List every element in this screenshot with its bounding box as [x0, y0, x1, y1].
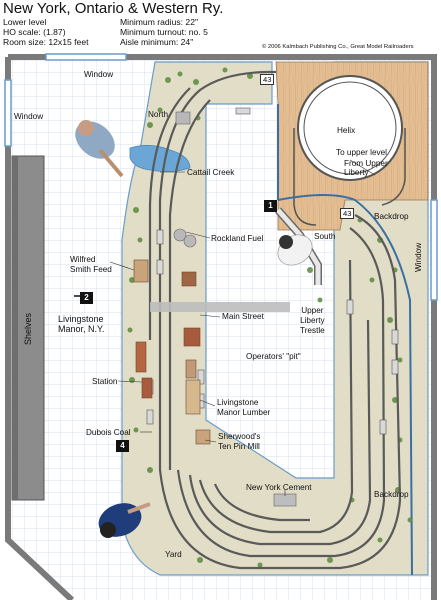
spec-lower-level: Lower level	[3, 17, 47, 27]
room-walls	[5, 54, 437, 600]
main-street	[150, 302, 290, 312]
operator-badge-4: 4	[116, 440, 129, 452]
operator-badge-2: 2	[80, 292, 93, 304]
label-window-top: Window	[84, 70, 114, 79]
operator-badge-1: 1	[264, 200, 277, 212]
spec-scale: HO scale: (1.87)	[3, 27, 66, 37]
label-cattail-creek: Cattail Creek	[187, 168, 235, 177]
label-backdrop-bottom: Backdrop	[374, 490, 409, 499]
track-43-south: 43	[340, 208, 355, 219]
label-south: South	[314, 232, 336, 241]
label-new-york-cement: New York Cement	[246, 483, 312, 492]
spec-room-size: Room size: 12x15 feet	[3, 37, 89, 47]
label-upper-liberty-trestle: Upper Liberty Trestle	[300, 306, 325, 335]
cattail-creek	[129, 145, 191, 172]
label-main-street: Main Street	[222, 312, 264, 321]
person-south	[98, 502, 151, 538]
label-operators-pit: Operators' "pit"	[246, 352, 301, 361]
label-wilfred-smith-feed: Wilfred Smith Feed	[70, 255, 112, 274]
window-top	[45, 53, 127, 61]
spec-min-turnout: Minimum turnout: no. 5	[120, 27, 208, 37]
spec-aisle-min: Aisle minimum: 24"	[120, 37, 194, 47]
leader-lines	[109, 159, 376, 496]
label-station: Station	[92, 377, 118, 386]
label-shelves: Shelves	[23, 312, 33, 345]
label-from-upper-liberty: From Upper Liberty	[344, 159, 388, 177]
label-backdrop-top: Backdrop	[374, 212, 409, 221]
backdrop-line	[277, 194, 413, 576]
label-dubois-coal: Dubois Coal	[86, 428, 131, 437]
track-43-north: 43	[260, 74, 275, 85]
label-window-left: Window	[14, 112, 44, 121]
label-yard: Yard	[165, 550, 182, 559]
tracks	[148, 70, 402, 570]
label-sherwoods-mill: Sherwood's Ten Pin Mill	[218, 432, 261, 451]
label-rockland-fuel: Rockland Fuel	[211, 234, 264, 243]
window-right	[430, 199, 438, 301]
helix	[297, 75, 403, 181]
label-manor-lumber: Livingstone Manor Lumber	[217, 398, 271, 417]
person-north	[75, 120, 124, 178]
label-window-right: Window	[414, 242, 423, 272]
copyright: © 2006 Kalmbach Publishing Co., Great Mo…	[262, 44, 414, 50]
label-north: North	[148, 110, 169, 119]
person-center	[277, 234, 313, 266]
buildings	[133, 111, 297, 507]
label-livingstone-manor: Livingstone Manor, N.Y.	[58, 314, 105, 334]
layout-title: New York, Ontario & Western Ry.	[3, 0, 224, 17]
label-helix: Helix	[337, 126, 356, 135]
label-to-upper-level: To upper level	[336, 148, 387, 157]
window-left	[4, 79, 12, 147]
spec-min-radius: Minimum radius: 22"	[120, 17, 199, 27]
